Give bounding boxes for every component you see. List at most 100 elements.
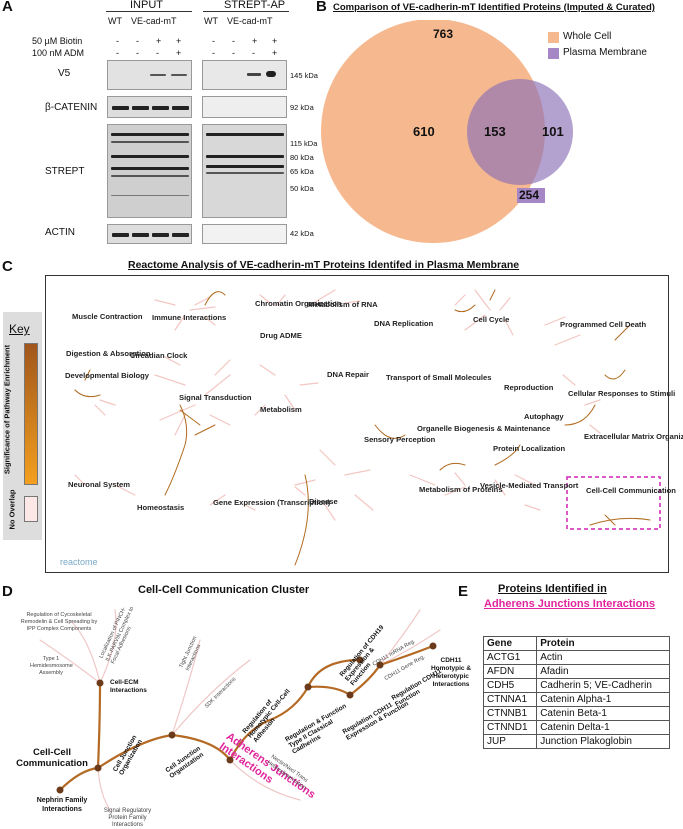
legend-plasma-membrane: Plasma Membrane (563, 47, 647, 58)
key-axis-label: Significance of Pathway Enrichment (2, 344, 12, 475)
sign: - (252, 48, 255, 58)
sign: - (116, 48, 119, 58)
pathway-reproduction: Reproduction (504, 383, 554, 392)
table-header-row: Gene Protein (482, 636, 670, 651)
protein-cell: Junction Plakoglobin (536, 734, 670, 749)
pathway-metabolism-proteins: Metabolism of Proteins (419, 485, 503, 494)
reactome-pathway-tree (74, 289, 661, 566)
key-no-overlap-swatch (24, 496, 38, 522)
gene-cell: CTNNB1 (482, 706, 538, 721)
pathway-vesicle-transport: Vesicle-Mediated Transport (480, 481, 579, 490)
table-header-protein: Protein (536, 636, 670, 651)
pathway-neuronal-system: Neuronal System (68, 480, 131, 489)
pm-only-count: 101 (542, 124, 564, 139)
sign: - (212, 48, 215, 58)
sign: - (232, 36, 235, 46)
sign: + (272, 36, 278, 46)
kda-label: 80 kDa (290, 153, 314, 162)
node-cytoskeletal: Regulation of Cycoskeletal Remodelin & C… (20, 612, 98, 632)
protein-cell: Catenin Delta-1 (536, 720, 670, 735)
kda-label: 65 kDa (290, 167, 314, 176)
protein-cell: Actin (536, 650, 670, 665)
kda-label: 115 kDa (290, 139, 318, 148)
reactome-frame (45, 275, 669, 573)
wt-label-input: WT (108, 16, 122, 26)
pathway-protein-localization: Protein Localization (493, 444, 566, 453)
strept-ap-header: STREPT-AP (224, 0, 286, 11)
protein-cell: Catenin Beta-1 (536, 706, 670, 721)
vecad-label-input: VE-cad-mT (131, 16, 177, 26)
panel-letter-b: B (316, 0, 327, 15)
whole-total-box (430, 27, 458, 42)
adm-label: 100 nM ADM (32, 48, 85, 58)
blot-actin-ap (202, 224, 287, 244)
sign: - (136, 48, 139, 58)
venn-title: Comparison of VE-cadherin-mT Identified … (333, 2, 655, 13)
key-gradient (24, 343, 38, 485)
proteins-title-line2: Adherens Junctions Interactions (484, 598, 656, 610)
sign: - (116, 36, 119, 46)
sign: - (212, 36, 215, 46)
pathway-chromatin-organization: Chromatin Organization (255, 299, 342, 308)
sign: + (272, 48, 278, 58)
gene-cell: CTNNA1 (482, 692, 538, 707)
pathway-dna-replication: DNA Replication (374, 319, 434, 328)
venn-diagram (321, 20, 573, 243)
vecad-label-ap: VE-cad-mT (227, 16, 273, 26)
sign: - (156, 48, 159, 58)
sign: + (176, 36, 182, 46)
gene-cell: CTNND1 (482, 720, 538, 735)
pathway-immune-interactions: Immune Interactions (152, 313, 227, 322)
pathway-metabolism: Metabolism (260, 405, 302, 414)
pathway-muscle-contraction: Muscle Contraction (72, 312, 143, 321)
biotin-label: 50 µM Biotin (32, 36, 83, 46)
key-no-overlap-label: No Overlap (7, 489, 17, 530)
node-nephrin: Nephrin Family Interactions (36, 797, 88, 813)
blot-beta-catenin-ap (202, 96, 287, 118)
blot-actin-input (107, 224, 192, 244)
pathway-transport-small-molecules: Transport of Small Molecules (386, 373, 492, 382)
whole-cell-circle (321, 20, 545, 243)
legend-whole-cell: Whole Cell (563, 31, 612, 42)
kda-label: 92 kDa (290, 103, 314, 112)
input-header: INPUT (130, 0, 163, 11)
whole-total: 763 (433, 27, 454, 41)
pathway-disease: Disease (309, 497, 338, 506)
row-label-beta-catenin: β-CATENIN (45, 102, 98, 113)
sign: - (136, 36, 139, 46)
cluster-title: Cell-Cell Communication Cluster (138, 584, 310, 596)
whole-only-count: 610 (413, 124, 435, 139)
pathway-homeostasis: Homeostasis (137, 503, 185, 512)
gene-cell: ACTG1 (482, 650, 538, 665)
pathway-cellular-responses: Cellular Responses to Stimuli (568, 389, 676, 398)
pathway-developmental-biology: Developmental Biology (65, 371, 149, 380)
pathway-dna-repair: DNA Repair (327, 370, 369, 379)
node-signal-regulatory: Signal Regulatory Protein Family Interac… (103, 808, 152, 828)
pm-total: 254 (519, 188, 540, 202)
panel-letter-e: E (458, 583, 469, 600)
strept-underline (203, 11, 289, 12)
gene-cell: JUP (482, 734, 538, 749)
pathway-signal-transduction: Signal Transduction (179, 393, 252, 402)
cell-cell-cluster-tree (39, 609, 441, 811)
legend-swatch-whole (548, 32, 559, 43)
panel-letter-d: D (2, 583, 13, 600)
blot-strept-ap (202, 124, 287, 218)
sign: + (252, 36, 258, 46)
sign: - (232, 48, 235, 58)
sign: + (176, 48, 182, 58)
pathway-programmed-cell-death: Programmed Cell Death (560, 320, 647, 329)
gene-cell: CDH5 (482, 678, 538, 693)
pm-total-box (517, 188, 545, 203)
pathway-circadian-clock: Circadian Clock (130, 351, 188, 360)
node-type1-hemidesmosome: Type 1 Hemidesmosome Assembly (30, 656, 73, 676)
blot-strept-input (107, 124, 192, 218)
table-header-gene: Gene (482, 636, 538, 651)
node-root: Cell-Cell Communication (16, 747, 88, 769)
kda-label: 42 kDa (290, 229, 314, 238)
